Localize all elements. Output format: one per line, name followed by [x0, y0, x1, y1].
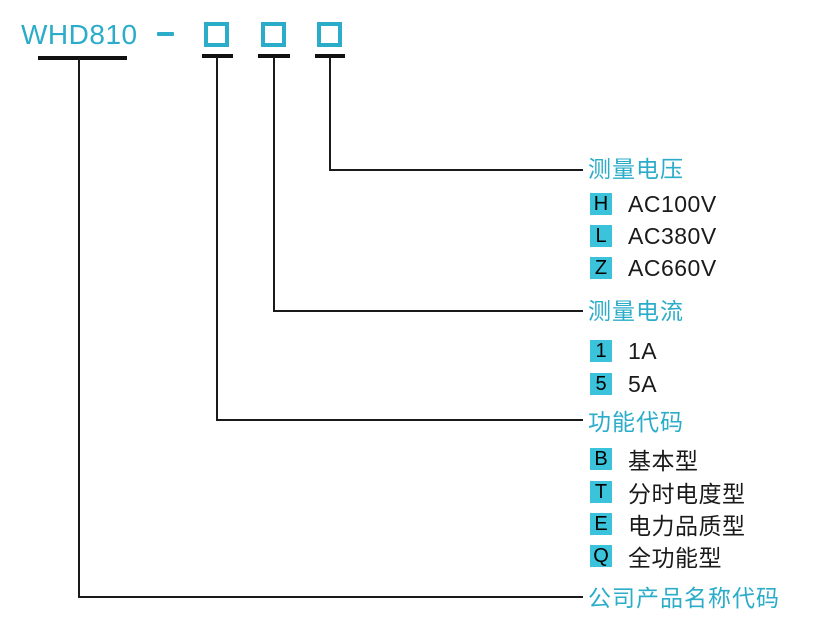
- option-row: B 基本型: [590, 448, 699, 474]
- option-code-badge: Q: [590, 545, 612, 567]
- option-row: H AC100V: [590, 190, 717, 217]
- connector-hline-model: [78, 596, 583, 598]
- underline-bar-current: [258, 54, 290, 58]
- model-prefix: WHD810: [21, 19, 138, 50]
- option-code-badge: E: [590, 513, 612, 535]
- option-value: AC100V: [628, 190, 717, 217]
- option-code-badge: B: [590, 448, 612, 470]
- connector-hline-current: [273, 310, 583, 312]
- option-value: AC380V: [628, 222, 717, 249]
- separator-dash: –: [157, 32, 174, 36]
- group-label-company-product-name-code: 公司产品名称代码: [588, 585, 780, 611]
- underline-bar-function-code: [202, 54, 233, 58]
- connector-vline-current: [273, 57, 275, 312]
- option-row: L AC380V: [590, 222, 717, 249]
- option-value: 分时电度型: [628, 481, 746, 507]
- connector-vline-function-code: [216, 57, 218, 421]
- underline-bar-voltage: [315, 54, 345, 58]
- option-code-badge: L: [590, 225, 612, 247]
- option-value: 1A: [628, 337, 658, 364]
- option-code-badge: 5: [590, 373, 612, 395]
- connector-vline-model: [78, 58, 80, 598]
- placeholder-box-current: [261, 22, 286, 47]
- connector-hline-function-code: [216, 419, 583, 421]
- option-value: AC660V: [628, 254, 717, 281]
- placeholder-box-function-code: [204, 22, 229, 47]
- option-code-badge: T: [590, 481, 612, 503]
- option-row: Q 全功能型: [590, 545, 722, 571]
- option-value: 电力品质型: [628, 513, 746, 539]
- option-row: E 电力品质型: [590, 513, 746, 539]
- option-row: T 分时电度型: [590, 481, 746, 507]
- option-row: 1 1A: [590, 337, 658, 364]
- option-value: 5A: [628, 370, 658, 397]
- group-label-function-code: 功能代码: [588, 409, 684, 435]
- option-code-badge: 1: [590, 340, 612, 362]
- group-label-voltage: 测量电压: [588, 156, 684, 182]
- option-code-badge: H: [590, 193, 612, 215]
- option-value: 全功能型: [628, 545, 722, 571]
- connector-vline-voltage: [329, 57, 331, 171]
- option-code-badge: Z: [590, 257, 612, 279]
- option-row: Z AC660V: [590, 254, 717, 281]
- underline-bar-model: [38, 56, 127, 60]
- connector-hline-voltage: [329, 169, 583, 171]
- option-row: 5 5A: [590, 370, 658, 397]
- option-value: 基本型: [628, 448, 699, 474]
- group-label-current: 测量电流: [588, 298, 684, 324]
- placeholder-box-voltage: [317, 22, 342, 47]
